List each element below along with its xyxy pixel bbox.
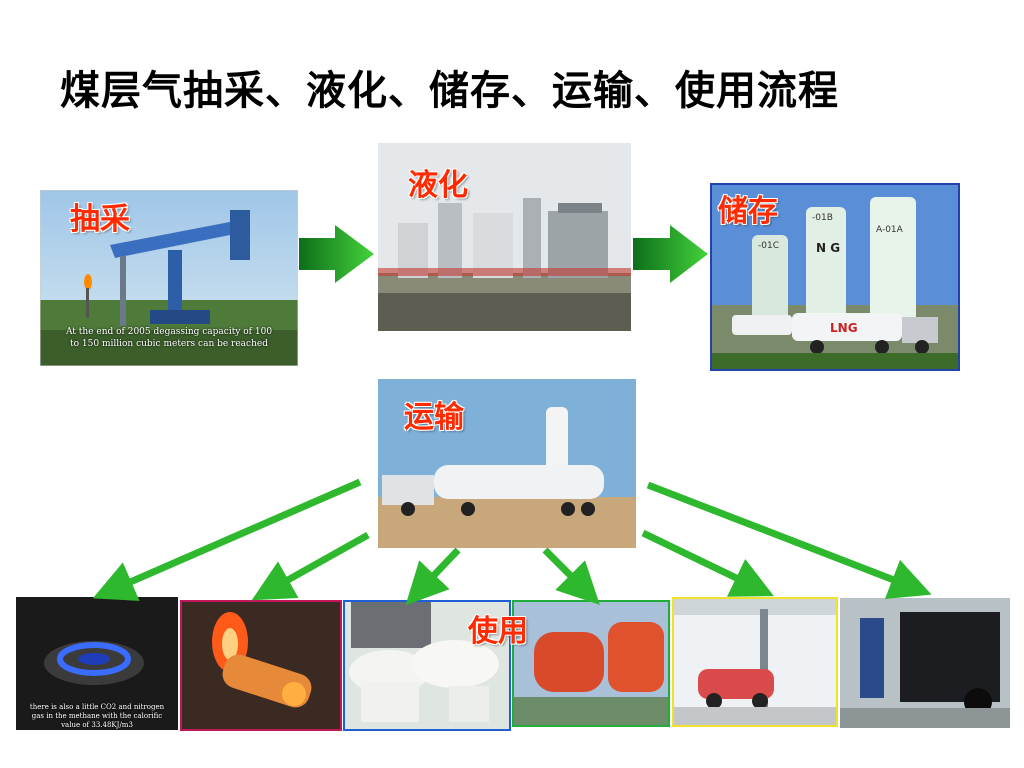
usage-photo-truck-station — [840, 598, 1010, 728]
stage-label-use: 使用 — [468, 614, 528, 649]
arrow-transport-to-glass — [251, 531, 370, 601]
stove-caption: there is also a little CO2 and nitrogen … — [29, 703, 165, 729]
usage-photo-ceramic — [343, 600, 511, 731]
stage-label-transport: 运输 — [404, 400, 464, 435]
tank-label-1: -01C — [758, 241, 779, 251]
arrow-transport-to-ceramic — [405, 547, 461, 606]
arrow-liquefy-to-store — [633, 225, 708, 283]
extraction-caption: At the end of 2005 degassing capacity of… — [65, 327, 273, 349]
arrow-transport-to-truck — [646, 481, 932, 600]
arrow-transport-to-stove — [92, 478, 362, 601]
tank-label-2: -01B — [812, 213, 833, 223]
arrow-transport-to-boiler — [542, 547, 600, 605]
storage-photo: -01C -01B A-01A N G LNG — [710, 183, 960, 371]
tank-label-3: A-01A — [876, 225, 903, 235]
stage-label-liquefy: 液化 — [408, 168, 468, 203]
transport-photo — [378, 379, 636, 548]
extraction-photo: At the end of 2005 degassing capacity of… — [40, 190, 298, 366]
tank-label-ng: N G — [816, 241, 841, 255]
liquefaction-photo — [378, 143, 631, 331]
stage-label-extract: 抽采 — [70, 202, 130, 237]
page-title: 煤层气抽采、液化、储存、运输、使用流程 — [60, 68, 839, 114]
truck-lng-label: LNG — [830, 321, 858, 335]
usage-photo-glass-flame — [180, 600, 342, 731]
usage-photo-gas-stove: there is also a little CO2 and nitrogen … — [16, 597, 178, 730]
stage-label-store: 储存 — [718, 194, 778, 229]
arrow-transport-to-car — [641, 529, 774, 597]
arrow-extract-to-liquefy — [299, 225, 374, 283]
usage-photo-car-station — [672, 597, 838, 727]
